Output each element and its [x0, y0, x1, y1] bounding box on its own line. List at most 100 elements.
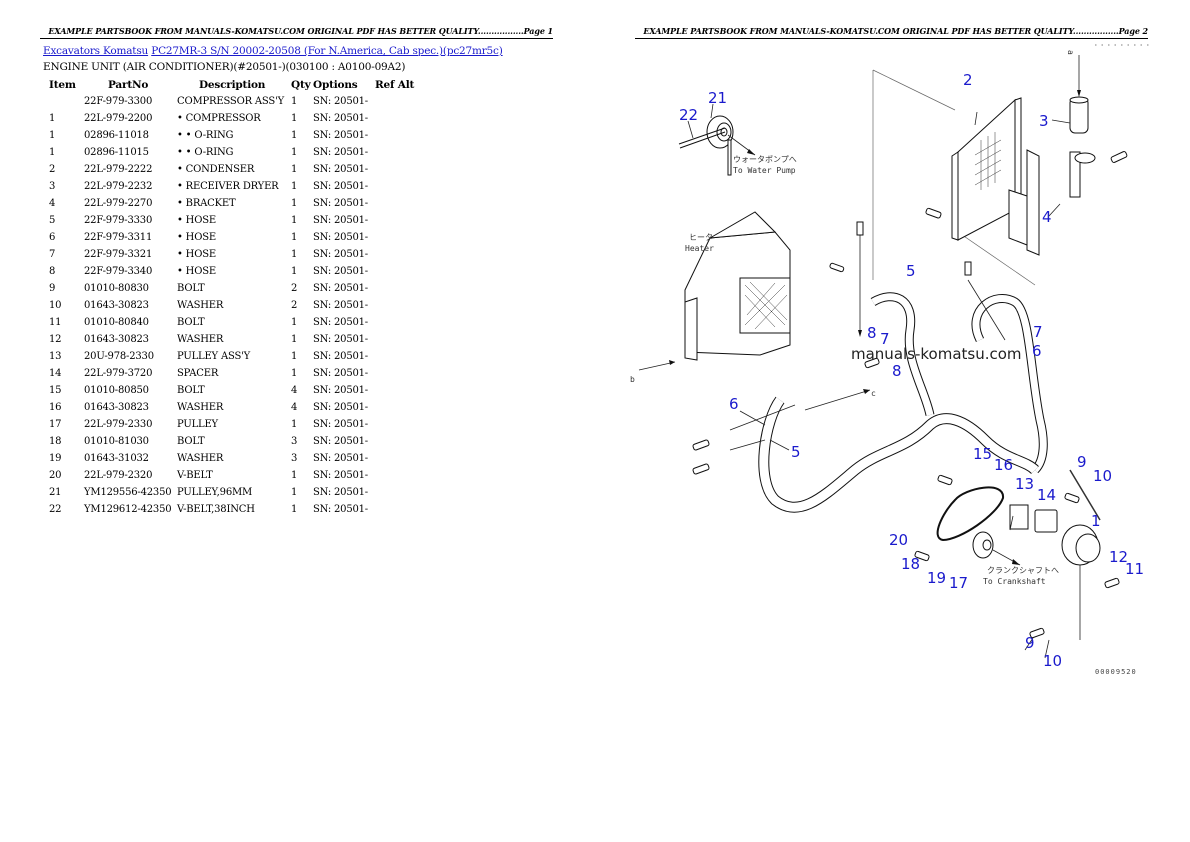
col-description: Description [199, 78, 266, 91]
water-pump-note-jp: ウォータポンプへ [733, 155, 797, 164]
callout-label: 11 [1125, 560, 1144, 578]
item-cell: 14 [49, 368, 62, 379]
col-options: Options [313, 78, 358, 91]
options-cell: SN: 20501- [313, 334, 368, 345]
svg-text:b: b [630, 375, 635, 384]
qty-cell: 2 [291, 283, 298, 294]
options-cell: SN: 20501- [313, 453, 368, 464]
partno-cell: YM129556-42350 [84, 487, 172, 498]
category-link[interactable]: Excavators Komatsu [43, 45, 149, 57]
callout-label: 7 [880, 330, 890, 348]
options-cell: SN: 20501- [313, 300, 368, 311]
water-pump-note-en: To Water Pump [733, 166, 796, 175]
options-cell: SN: 20501- [313, 419, 368, 430]
description-cell: • HOSE [177, 266, 216, 277]
ref-alt-cell [375, 263, 425, 280]
item-cell [43, 93, 84, 110]
model-link[interactable]: PC27MR-3 S/N 20002-20508 (For N.America,… [151, 45, 503, 57]
options-cell: SN: 20501- [313, 436, 368, 447]
options-cell: SN: 20501- [313, 317, 368, 328]
frame-guide-lines [872, 69, 1036, 286]
heater-drawing: b [630, 211, 791, 384]
options-cell: SN: 20501- [313, 368, 368, 379]
qty-cell: 1 [291, 181, 298, 192]
item-cell: 7 [49, 249, 56, 260]
description-cell: SPACER [177, 368, 219, 379]
callout-label: 3 [1039, 112, 1049, 130]
qty-cell: 4 [291, 385, 298, 396]
item-cell: 1 [49, 113, 56, 124]
options-cell: SN: 20501- [313, 130, 368, 141]
options-cell: SN: 20501- [313, 232, 368, 243]
description-cell: • RECEIVER DRYER [177, 181, 279, 192]
partno-cell: 22F-979-3300 [84, 96, 153, 107]
callout-label: 6 [729, 395, 739, 413]
partno-cell: 20U-978-2330 [84, 351, 154, 362]
item-cell: 13 [49, 351, 62, 362]
description-cell: • HOSE [177, 215, 216, 226]
col-partno: PartNo [108, 78, 149, 91]
options-cell: SN: 20501- [313, 164, 368, 175]
options-cell: SN: 20501- [313, 215, 368, 226]
qty-cell: 1 [291, 504, 298, 515]
qty-cell: 1 [291, 487, 298, 498]
partno-cell: 22L-979-2200 [84, 113, 153, 124]
ref-alt-cell [375, 280, 425, 297]
ref-alt-cell [375, 416, 425, 433]
callout-label: 21 [708, 89, 727, 107]
description-cell: • HOSE [177, 249, 216, 260]
description-cell: • BRACKET [177, 198, 236, 209]
qty-cell: 1 [291, 334, 298, 345]
partno-cell: 22L-979-2232 [84, 181, 153, 192]
callout-label: 17 [949, 574, 968, 592]
page-header: EXAMPLE PARTSBOOK FROM MANUALS-KOMATSU.C… [40, 26, 553, 39]
options-cell: SN: 20501- [313, 249, 368, 260]
qty-cell: 3 [291, 436, 298, 447]
qty-cell: 1 [291, 215, 298, 226]
partno-cell: 01643-30823 [84, 300, 149, 311]
partno-cell: 22L-979-2222 [84, 164, 153, 175]
ref-alt-cell [375, 501, 425, 518]
compressor-drawing [914, 469, 1120, 659]
options-cell: SN: 20501- [313, 181, 368, 192]
ref-alt-cell [375, 365, 425, 382]
options-cell: SN: 20501- [313, 385, 368, 396]
col-ref-alt: Ref Alt [375, 78, 415, 91]
callout-label: 4 [1042, 208, 1052, 226]
options-cell: SN: 20501- [313, 402, 368, 413]
condenser-drawing [925, 97, 1022, 241]
description-cell: BOLT [177, 283, 205, 294]
description-cell: • CONDENSER [177, 164, 255, 175]
description-cell: V-BELT,38INCH [177, 504, 255, 515]
bracket-drawing [1008, 149, 1128, 256]
partno-cell: 22F-979-3330 [84, 215, 153, 226]
callout-label: 12 [1109, 548, 1128, 566]
item-cell: 9 [49, 283, 56, 294]
description-cell: BOLT [177, 317, 205, 328]
parts-table: Item PartNo Description Qty Options Ref … [43, 76, 425, 518]
callout-label: 9 [1025, 634, 1035, 652]
description-cell: • HOSE [177, 232, 216, 243]
ref-alt-cell [375, 331, 425, 348]
qty-cell: 1 [291, 351, 298, 362]
ref-alt-cell [375, 246, 425, 263]
item-cell: 18 [49, 436, 62, 447]
partno-cell: 22F-979-3340 [84, 266, 153, 277]
partno-cell: 01643-31032 [84, 453, 149, 464]
item-cell: 8 [49, 266, 56, 277]
description-cell: • • O-RING [177, 130, 234, 141]
item-cell: 20 [49, 470, 62, 481]
ref-alt-cell [375, 212, 425, 229]
description-cell: • • O-RING [177, 147, 234, 158]
